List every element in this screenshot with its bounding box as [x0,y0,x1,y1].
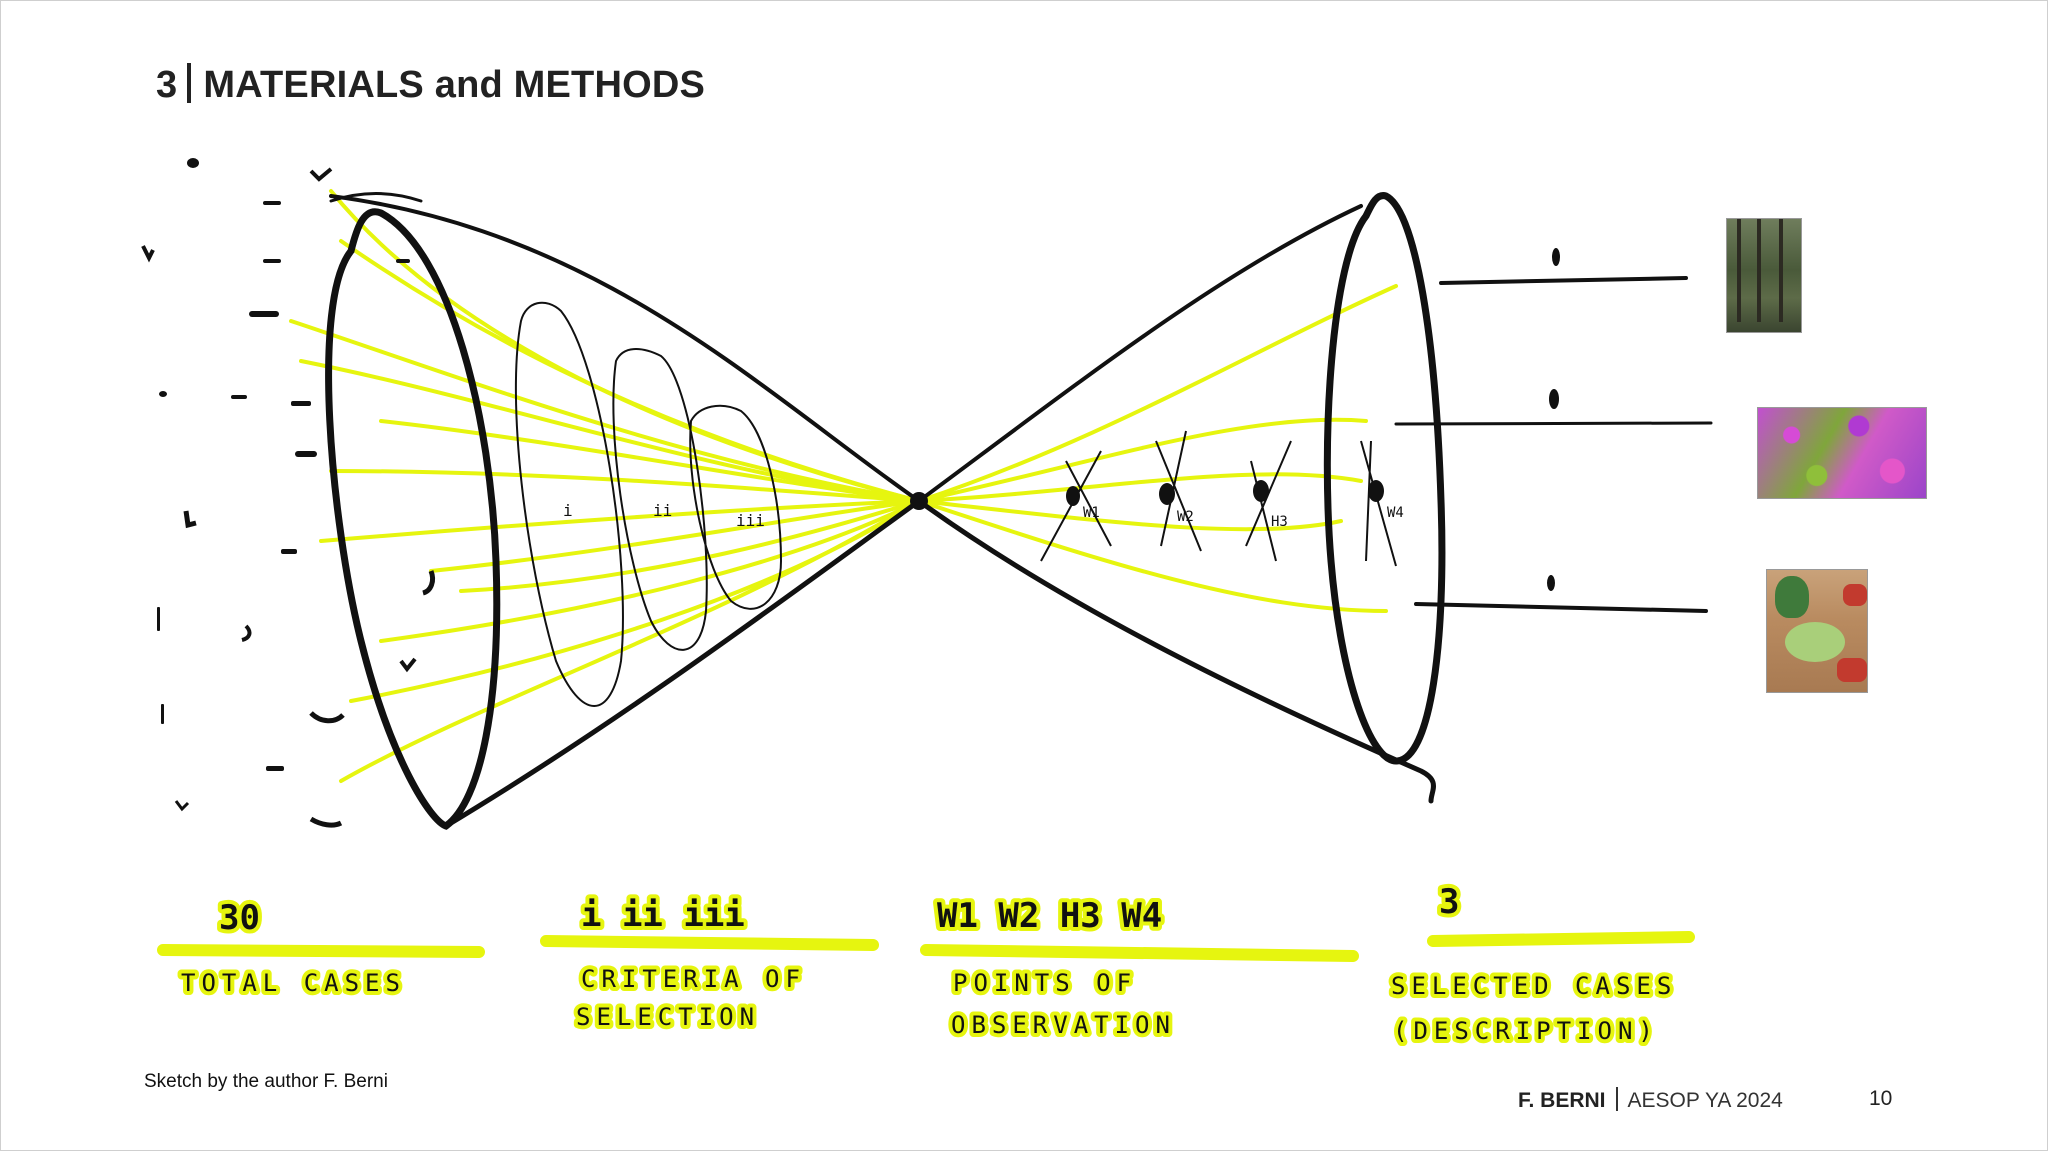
connector-line-2 [1394,421,1713,426]
flow-line [917,417,1368,503]
left-ellipse [325,208,501,830]
footer-event: AESOP YA 2024 [1627,1089,1783,1112]
stage-value-selected: 3 [1439,882,1459,922]
footer: F. BERNI AESOP YA 2024 [1518,1087,1783,1113]
criteria-label-1: i [563,501,573,520]
kitchen-photo [1766,569,1868,693]
forest-photo [1726,218,1802,333]
funnel-center-knot [910,492,928,510]
flow-line [917,499,1388,613]
title-text: MATERIALS and METHODS [203,64,706,106]
left-cone-bottom-edge [443,498,922,829]
left-cone-top-edge [329,194,921,503]
footer-divider [1615,1087,1618,1111]
criteria-ellipse-2 [612,348,708,651]
right-ellipse [1323,192,1446,765]
stage-label-points-2: OBSERVATION [951,1011,1176,1039]
inner-criteria-labels: i ii iii [563,501,765,530]
stage-value-criteria: i ii iii [581,895,745,935]
connector-line-1 [1439,276,1688,285]
section-number: 3 [156,64,178,106]
point-label-4: W4 [1387,505,1404,521]
criteria-ellipse-1 [514,301,624,707]
flower-field-photo [1757,407,1927,499]
left-cone [325,192,922,830]
flow-line [339,239,921,503]
criteria-ellipse-3 [689,404,783,610]
stage-label-selected-1: SELECTED CASES [1391,972,1677,1000]
flow-line [339,499,921,783]
right-cone [916,192,1713,804]
criteria-label-2: ii [653,501,672,520]
stage-value-points: W1 W2 H3 W4 [937,896,1162,936]
point-label-1: W1 [1083,505,1100,521]
stage-highlight-bars [157,931,1695,962]
title-divider [187,63,192,103]
right-cone-bottom-edge [916,498,1436,804]
slide-title: 3 MATERIALS and METHODS [156,63,705,107]
observation-dots [1066,480,1384,506]
observation-points [1040,430,1397,567]
flow-line [379,499,921,643]
stage-label-criteria-2: SELECTION [576,1003,760,1031]
stage-labels: TOTAL CASES CRITERIA OF SELECTION POINTS… [177,961,1677,1049]
stage-label-total: TOTAL CASES [181,969,406,997]
page-number: 10 [1869,1087,1893,1110]
flow-line [289,319,921,503]
stage-label-points-1: POINTS OF [953,969,1137,997]
flow-line [319,499,921,543]
point-label-3: H3 [1271,514,1288,530]
criteria-label-3: iii [736,511,765,530]
inner-point-labels: W1 W2 H3 W4 [1083,505,1404,530]
case-marks [141,158,1560,828]
flow-line [429,499,921,573]
flow-line [329,469,921,503]
flow-line [379,419,921,503]
stage-label-selected-2: (DESCRIPTION) [1393,1017,1659,1045]
stage-value-total: 30 [219,898,260,938]
connector-line-3 [1414,602,1708,613]
point-label-2: W2 [1177,509,1194,525]
footer-author: F. BERNI [1518,1089,1606,1112]
flow-line [917,472,1363,503]
sketch-caption: Sketch by the author F. Berni [144,1071,388,1092]
stage-label-criteria-1: CRITERIA OF [581,965,806,993]
stage-values: 30 i ii iii W1 W2 H3 W4 3 [215,878,1463,942]
right-cone-top-edge [917,204,1363,503]
